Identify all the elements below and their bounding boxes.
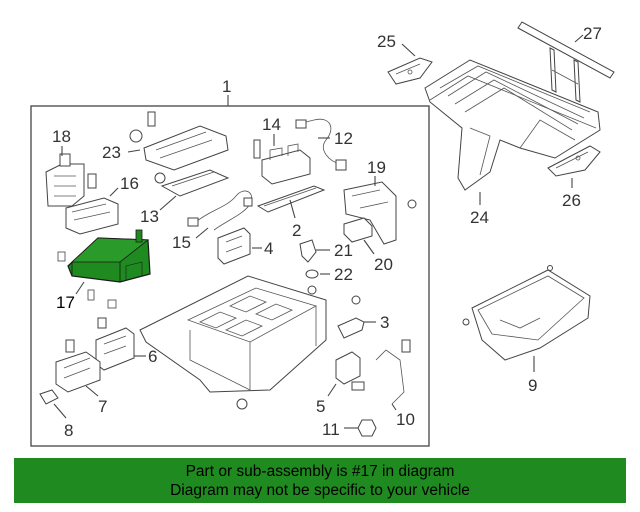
part-4-bracket <box>217 227 251 265</box>
part-9-tray <box>462 265 591 361</box>
part-15-harness <box>187 190 253 231</box>
callout-10[interactable]: 10 <box>396 410 415 429</box>
part-2-busbar <box>256 185 326 213</box>
part-18-bracket <box>45 153 85 207</box>
part-16-module <box>65 173 119 235</box>
callout-16[interactable]: 16 <box>120 174 139 193</box>
part-17-module-highlighted[interactable] <box>57 229 151 309</box>
callout-9[interactable]: 9 <box>528 376 537 395</box>
part-12-cable <box>295 118 347 171</box>
callout-26[interactable]: 26 <box>562 191 581 210</box>
main-housing <box>139 275 327 410</box>
part-14-relay <box>253 139 311 185</box>
banner-line-1: Part or sub-assembly is #17 in diagram <box>185 463 455 480</box>
part-11-nut <box>357 419 377 437</box>
info-banner: Part or sub-assembly is #17 in diagram D… <box>14 458 626 503</box>
assembly-frame <box>30 105 430 447</box>
callout-27[interactable]: 27 <box>583 24 602 43</box>
part-8-clip <box>39 389 59 405</box>
callout-11[interactable]: 11 <box>322 420 340 439</box>
callout-12[interactable]: 12 <box>334 129 353 148</box>
callout-18[interactable]: 18 <box>52 127 71 146</box>
callout-15[interactable]: 15 <box>172 233 191 252</box>
part-23-plate <box>129 111 229 171</box>
part-10-cable <box>351 339 411 405</box>
callout-5[interactable]: 5 <box>316 397 325 416</box>
part-6-bracket <box>95 317 135 371</box>
part-22-washer <box>305 269 319 279</box>
part-13-tray <box>154 169 230 197</box>
part-7-housing <box>55 339 101 393</box>
callout-19[interactable]: 19 <box>367 158 386 177</box>
callout-24[interactable]: 24 <box>470 208 489 227</box>
part-24-frame <box>424 59 601 191</box>
callout-3[interactable]: 3 <box>380 313 389 332</box>
callout-2[interactable]: 2 <box>292 221 301 240</box>
part-19-bracket <box>343 181 417 245</box>
part-26-bracket <box>547 145 601 177</box>
part-25-bracket <box>387 57 433 85</box>
part-5-sensor <box>335 351 361 385</box>
part-27-brace <box>517 21 615 103</box>
callout-7[interactable]: 7 <box>98 397 107 416</box>
callout-6[interactable]: 6 <box>148 347 157 366</box>
callout-1[interactable]: 1 <box>222 77 231 96</box>
part-3-bracket <box>337 295 365 339</box>
parts-diagram: 1 24 25 27 26 <box>30 21 615 447</box>
callout-14[interactable]: 14 <box>262 115 281 134</box>
callout-20[interactable]: 20 <box>374 255 393 274</box>
callout-21[interactable]: 21 <box>334 241 353 260</box>
callout-13[interactable]: 13 <box>140 207 159 226</box>
callout-25[interactable]: 25 <box>377 32 396 51</box>
banner-line-2: Diagram may not be specific to your vehi… <box>170 482 470 499</box>
callout-8[interactable]: 8 <box>64 421 73 440</box>
callout-4[interactable]: 4 <box>264 239 273 258</box>
callout-22[interactable]: 22 <box>334 265 353 284</box>
part-20-block <box>343 217 373 243</box>
callout-23[interactable]: 23 <box>102 143 121 162</box>
part-21-clip <box>299 239 317 263</box>
callout-17[interactable]: 17 <box>56 293 75 312</box>
